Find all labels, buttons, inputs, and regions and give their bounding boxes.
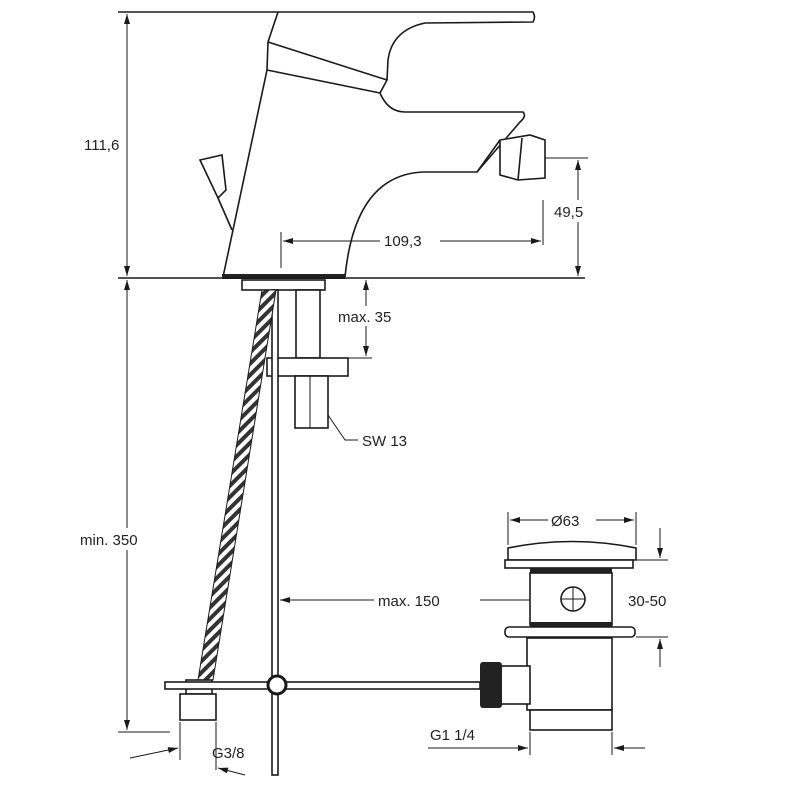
dim-wrench-size: SW 13 bbox=[362, 433, 407, 450]
faucet-body bbox=[118, 11, 585, 279]
dim-max-deck: max. 35 bbox=[338, 309, 391, 326]
dim-waste-thread: G1 1/4 bbox=[430, 727, 475, 744]
dim-waste-diameter: Ø63 bbox=[551, 513, 579, 530]
pop-up-lever bbox=[198, 154, 227, 200]
dim-spout-reach: 109,3 bbox=[384, 233, 422, 250]
dim-waste-range: 30-50 bbox=[628, 593, 666, 610]
dim-total-height: 111,6 bbox=[84, 137, 119, 154]
pop-up-waste bbox=[480, 540, 637, 731]
dim-hose-thread: G3/8 bbox=[212, 745, 245, 762]
mounting-assembly bbox=[164, 279, 481, 776]
dim-spout-height: 49,5 bbox=[554, 204, 583, 221]
dim-max-rod: max. 150 bbox=[378, 593, 440, 610]
braided-hose bbox=[197, 289, 277, 681]
dim-min-hose: min. 350 bbox=[80, 532, 138, 549]
